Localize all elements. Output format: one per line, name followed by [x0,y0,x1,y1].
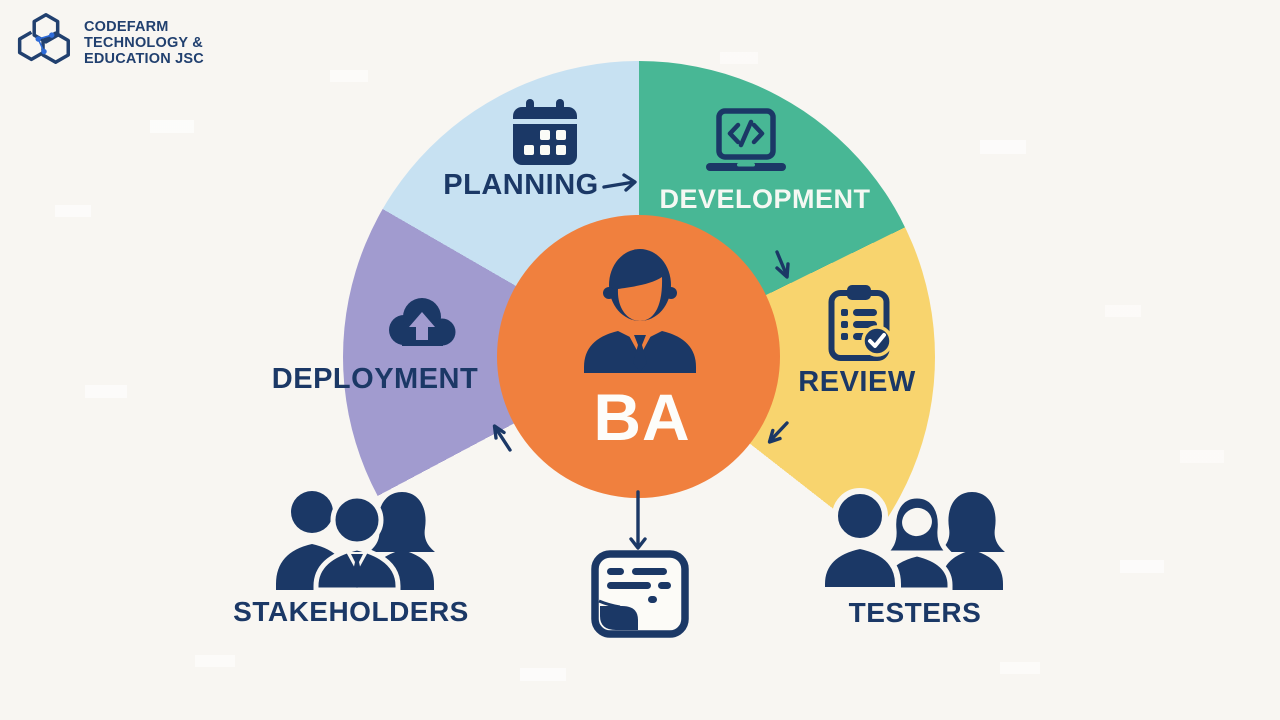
business-analyst-icon [584,249,696,373]
ba-to-document-arrow [629,490,647,550]
testers-group-icon [820,488,1005,590]
company-logo: CODEFARM TECHNOLOGY & EDUCATION JSC [12,8,204,70]
segment-label-planning: PLANNING [443,169,599,201]
stakeholders-group-icon [276,491,435,590]
entity-label-testers: TESTERS [848,597,982,628]
logo-text: CODEFARM TECHNOLOGY & EDUCATION JSC [84,19,204,68]
stakeholders-to-deployment-arrow [492,424,512,452]
segment-label-development: DEVELOPMENT [659,184,871,214]
ba-center-label: BA [593,380,691,454]
segment-label-review: REVIEW [798,366,916,398]
review-to-ba-arrow [767,421,789,444]
cloud-upload-icon [389,298,456,346]
document-icon [591,550,689,638]
laptop-code-icon [706,108,786,171]
logo-line-1: CODEFARM [84,19,169,35]
planning-to-development-arrow [602,173,637,192]
logo-line-3: EDUCATION JSC [84,50,204,67]
clipboard-check-icon [828,285,893,361]
logo-line-2: TECHNOLOGY & [84,34,203,51]
development-to-review-arrow [775,250,790,279]
entity-label-stakeholders: STAKEHOLDERS [233,596,469,627]
calendar-icon [513,99,577,165]
hexagon-network-logo-icon [17,13,70,65]
segment-label-deployment: DEPLOYMENT [271,363,479,395]
